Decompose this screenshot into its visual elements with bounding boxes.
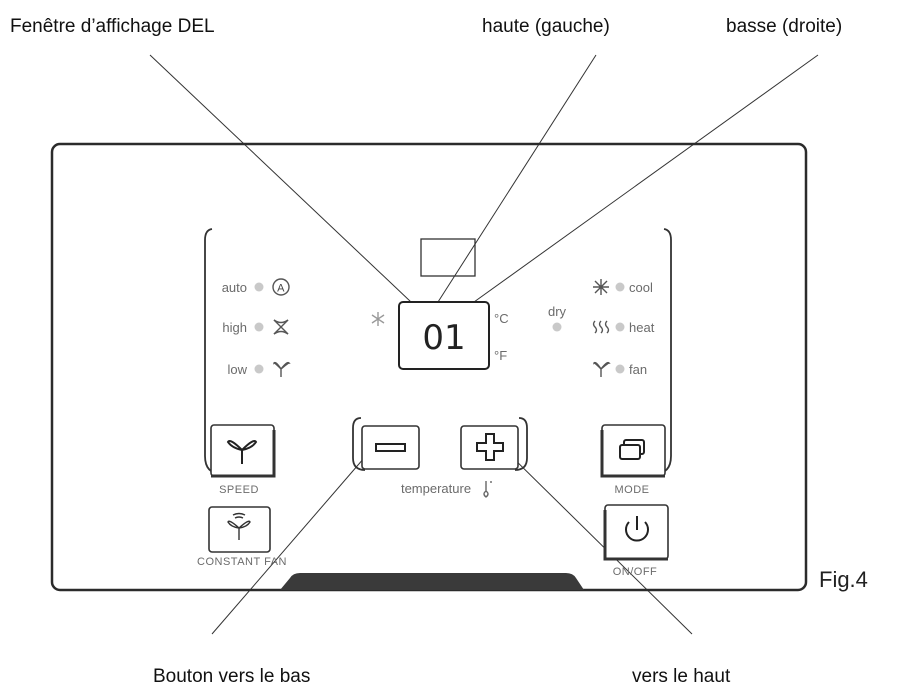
bottom-bar (280, 573, 584, 590)
mode-indicators: cool heat fan (592, 279, 655, 377)
callout-low-right: basse (droite) (726, 16, 842, 37)
callout-up-button: vers le haut (632, 666, 731, 687)
speed-fan-icon (226, 440, 258, 464)
speed-auto-label: auto (222, 280, 247, 295)
plus-icon (476, 433, 504, 461)
led-display-value: 01 (422, 318, 465, 358)
power-icon (625, 516, 649, 542)
heat-waves-icon (592, 320, 610, 334)
temperature-up-button[interactable] (460, 425, 519, 470)
figure-label: Fig.4 (819, 567, 868, 592)
speed-low-dot (254, 364, 264, 374)
speed-button[interactable] (210, 424, 276, 478)
low-fan-icon (273, 361, 291, 377)
dry-label: dry (548, 304, 567, 319)
high-fan-icon (273, 319, 289, 335)
led-display-window (398, 301, 490, 370)
celsius-label: °C (494, 311, 509, 326)
constant-fan-button[interactable] (208, 506, 271, 553)
mode-cool-dot (615, 282, 625, 292)
speed-high-label: high (222, 320, 247, 335)
mode-heat-label: heat (629, 320, 655, 335)
speed-low-label: low (227, 362, 247, 377)
minus-icon (375, 443, 406, 452)
callout-high-left: haute (gauche) (482, 16, 610, 37)
temp-bracket-right (514, 417, 528, 471)
mode-button-label: MODE (615, 484, 650, 496)
snowflake-icon (593, 279, 609, 295)
callout-led-window: Fenêtre d’affichage DEL (10, 16, 215, 37)
svg-text:A: A (277, 283, 285, 295)
dry-dot (552, 322, 562, 332)
fan-indicator-icon (371, 312, 385, 326)
mode-fan-label: fan (629, 362, 647, 377)
leader-up-button (504, 449, 693, 635)
callout-down-button: Bouton vers le bas (153, 666, 310, 687)
fahrenheit-label: °F (494, 348, 507, 363)
temp-bracket-left (352, 417, 366, 471)
mode-cool-label: cool (629, 280, 653, 295)
speed-high-dot (254, 322, 264, 332)
constant-fan-icon (227, 512, 251, 540)
speed-button-label: SPEED (219, 484, 259, 496)
on-off-button-label: ON/OFF (613, 566, 658, 578)
power-button[interactable] (603, 504, 669, 561)
leader-high-left (437, 54, 597, 303)
mode-button[interactable] (600, 424, 666, 478)
leader-down-button (211, 449, 372, 635)
led-mini-window (420, 238, 476, 277)
auto-circle-icon: A (272, 278, 290, 296)
thermometer-icon (483, 481, 492, 498)
leader-led-window (149, 54, 412, 303)
mode-icon (619, 439, 645, 460)
speed-indicators: auto A high low (222, 278, 291, 377)
mode-heat-dot (615, 322, 625, 332)
temperature-label: temperature (401, 481, 471, 496)
temperature-down-button[interactable] (361, 425, 420, 470)
mode-fan-dot (615, 364, 625, 374)
leader-low-right (473, 54, 819, 303)
constant-fan-button-label: CONSTANT FAN (197, 556, 287, 568)
fan-icon (593, 361, 611, 377)
speed-auto-dot (254, 282, 264, 292)
